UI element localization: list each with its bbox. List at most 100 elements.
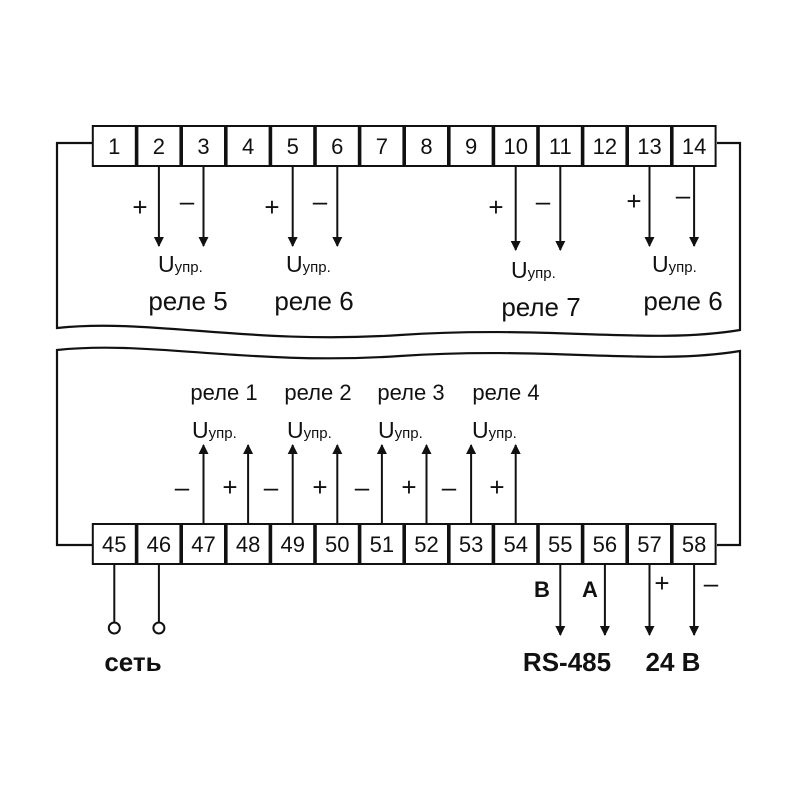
mains-label: сеть: [104, 647, 161, 677]
relay-label: реле 4: [472, 380, 539, 405]
terminal-number: 46: [147, 532, 171, 557]
voltage-subscript: упр.: [669, 259, 697, 276]
relay-label: реле 7: [501, 292, 580, 322]
terminal-6: 6: [314, 125, 360, 167]
terminal-46: 46: [136, 523, 182, 565]
minus-sign: –: [313, 186, 328, 216]
plus-sign: +: [132, 192, 147, 222]
terminal-number: 14: [682, 134, 706, 159]
terminal-50: 50: [314, 523, 360, 565]
mains-terminal-circle: [107, 621, 121, 635]
terminal-number: 10: [503, 134, 527, 159]
terminal-box: [582, 125, 628, 167]
svg-text:Uупр.: Uупр.: [511, 257, 556, 283]
terminal-box: [225, 523, 271, 565]
terminal-box: [537, 125, 583, 167]
terminal-box: [448, 125, 494, 167]
connection-wires: [107, 166, 700, 636]
relay-label: реле 6: [274, 286, 353, 316]
relay-label: реле 2: [284, 380, 351, 405]
terminal-number: 58: [682, 532, 706, 557]
terminal-55: 55: [537, 523, 583, 565]
voltage-subscript: упр.: [528, 265, 556, 282]
relay-label: реле 5: [148, 286, 227, 316]
terminal-number: 8: [420, 134, 432, 159]
terminal-box: [404, 523, 449, 565]
terminal-box: [537, 523, 583, 565]
terminal-number: 6: [331, 134, 343, 159]
top-output-relay-6a: + – Uупр. реле 6: [264, 186, 353, 316]
terminal-box: [404, 125, 449, 167]
terminal-box: [91, 125, 137, 167]
terminal-box: [627, 523, 672, 565]
terminal-54: 54: [493, 523, 539, 565]
voltage-subscript: упр.: [209, 425, 237, 442]
voltage-subscript: упр.: [175, 259, 203, 276]
terminal-number: 3: [197, 134, 209, 159]
terminal-number: 48: [236, 532, 260, 557]
terminal-number: 12: [593, 134, 617, 159]
voltage-symbol: U: [158, 251, 175, 277]
terminal-13: 13: [627, 125, 672, 167]
terminal-number: 5: [287, 134, 299, 159]
minus-sign: –: [676, 180, 691, 210]
plus-sign: +: [626, 186, 641, 216]
svg-text:Uупр.: Uупр.: [158, 251, 203, 277]
terminal-9: 9: [448, 125, 494, 167]
terminal-10: 10: [493, 125, 539, 167]
terminal-57: 57: [627, 523, 672, 565]
terminal-5: 5: [270, 125, 316, 167]
terminal-box: [270, 523, 316, 565]
terminal-box: [448, 523, 494, 565]
terminal-8: 8: [404, 125, 449, 167]
voltage-symbol: U: [652, 251, 669, 277]
terminal-number: 53: [459, 532, 483, 557]
voltage-symbol: U: [511, 257, 528, 283]
terminal-number: 55: [548, 532, 572, 557]
top-output-relay-5: + – Uупр. реле 5: [132, 186, 227, 316]
terminal-number: 49: [280, 532, 304, 557]
terminal-box: [225, 125, 271, 167]
voltage-subscript: упр.: [304, 425, 332, 442]
voltage-subscript: упр.: [489, 425, 517, 442]
plus-sign: +: [489, 472, 504, 502]
rs485-label: RS-485: [523, 647, 611, 677]
bottom-output-relay-1: реле 1 Uупр. – +: [175, 380, 258, 502]
terminal-number: 52: [414, 532, 438, 557]
plus-sign: +: [222, 472, 237, 502]
svg-text:Uупр.: Uупр.: [286, 251, 331, 277]
voltage-symbol: U: [286, 251, 303, 277]
supply-minus-sign: –: [704, 568, 719, 598]
terminal-box: [314, 125, 360, 167]
minus-sign: –: [180, 186, 195, 216]
svg-text:Uупр.: Uупр.: [192, 417, 237, 443]
voltage-symbol: U: [472, 417, 489, 443]
voltage-symbol: U: [192, 417, 209, 443]
terminal-number: 57: [637, 532, 661, 557]
plus-sign: +: [488, 192, 503, 222]
minus-sign: –: [442, 472, 457, 502]
terminal-number: 2: [153, 134, 165, 159]
voltage-symbol: U: [378, 417, 395, 443]
terminal-number: 47: [191, 532, 215, 557]
relay-label: реле 3: [377, 380, 444, 405]
terminal-14: 14: [671, 125, 717, 167]
plus-sign: +: [312, 472, 327, 502]
terminal-box: [314, 523, 360, 565]
terminal-48: 48: [225, 523, 271, 565]
terminal-number: 45: [102, 532, 126, 557]
bottom-output-relay-4: реле 4 Uупр. – +: [442, 380, 540, 502]
terminal-box: [493, 125, 539, 167]
minus-sign: –: [536, 186, 551, 216]
terminal-47: 47: [181, 523, 226, 565]
bottom-output-relay-2: реле 2 Uупр. – +: [264, 380, 352, 502]
voltage-subscript: упр.: [303, 259, 331, 276]
terminal-number: 54: [503, 532, 527, 557]
device-body-upper: [55, 141, 742, 339]
relay-label: реле 6: [643, 286, 722, 316]
terminal-56: 56: [582, 523, 628, 565]
minus-sign: –: [355, 472, 370, 502]
